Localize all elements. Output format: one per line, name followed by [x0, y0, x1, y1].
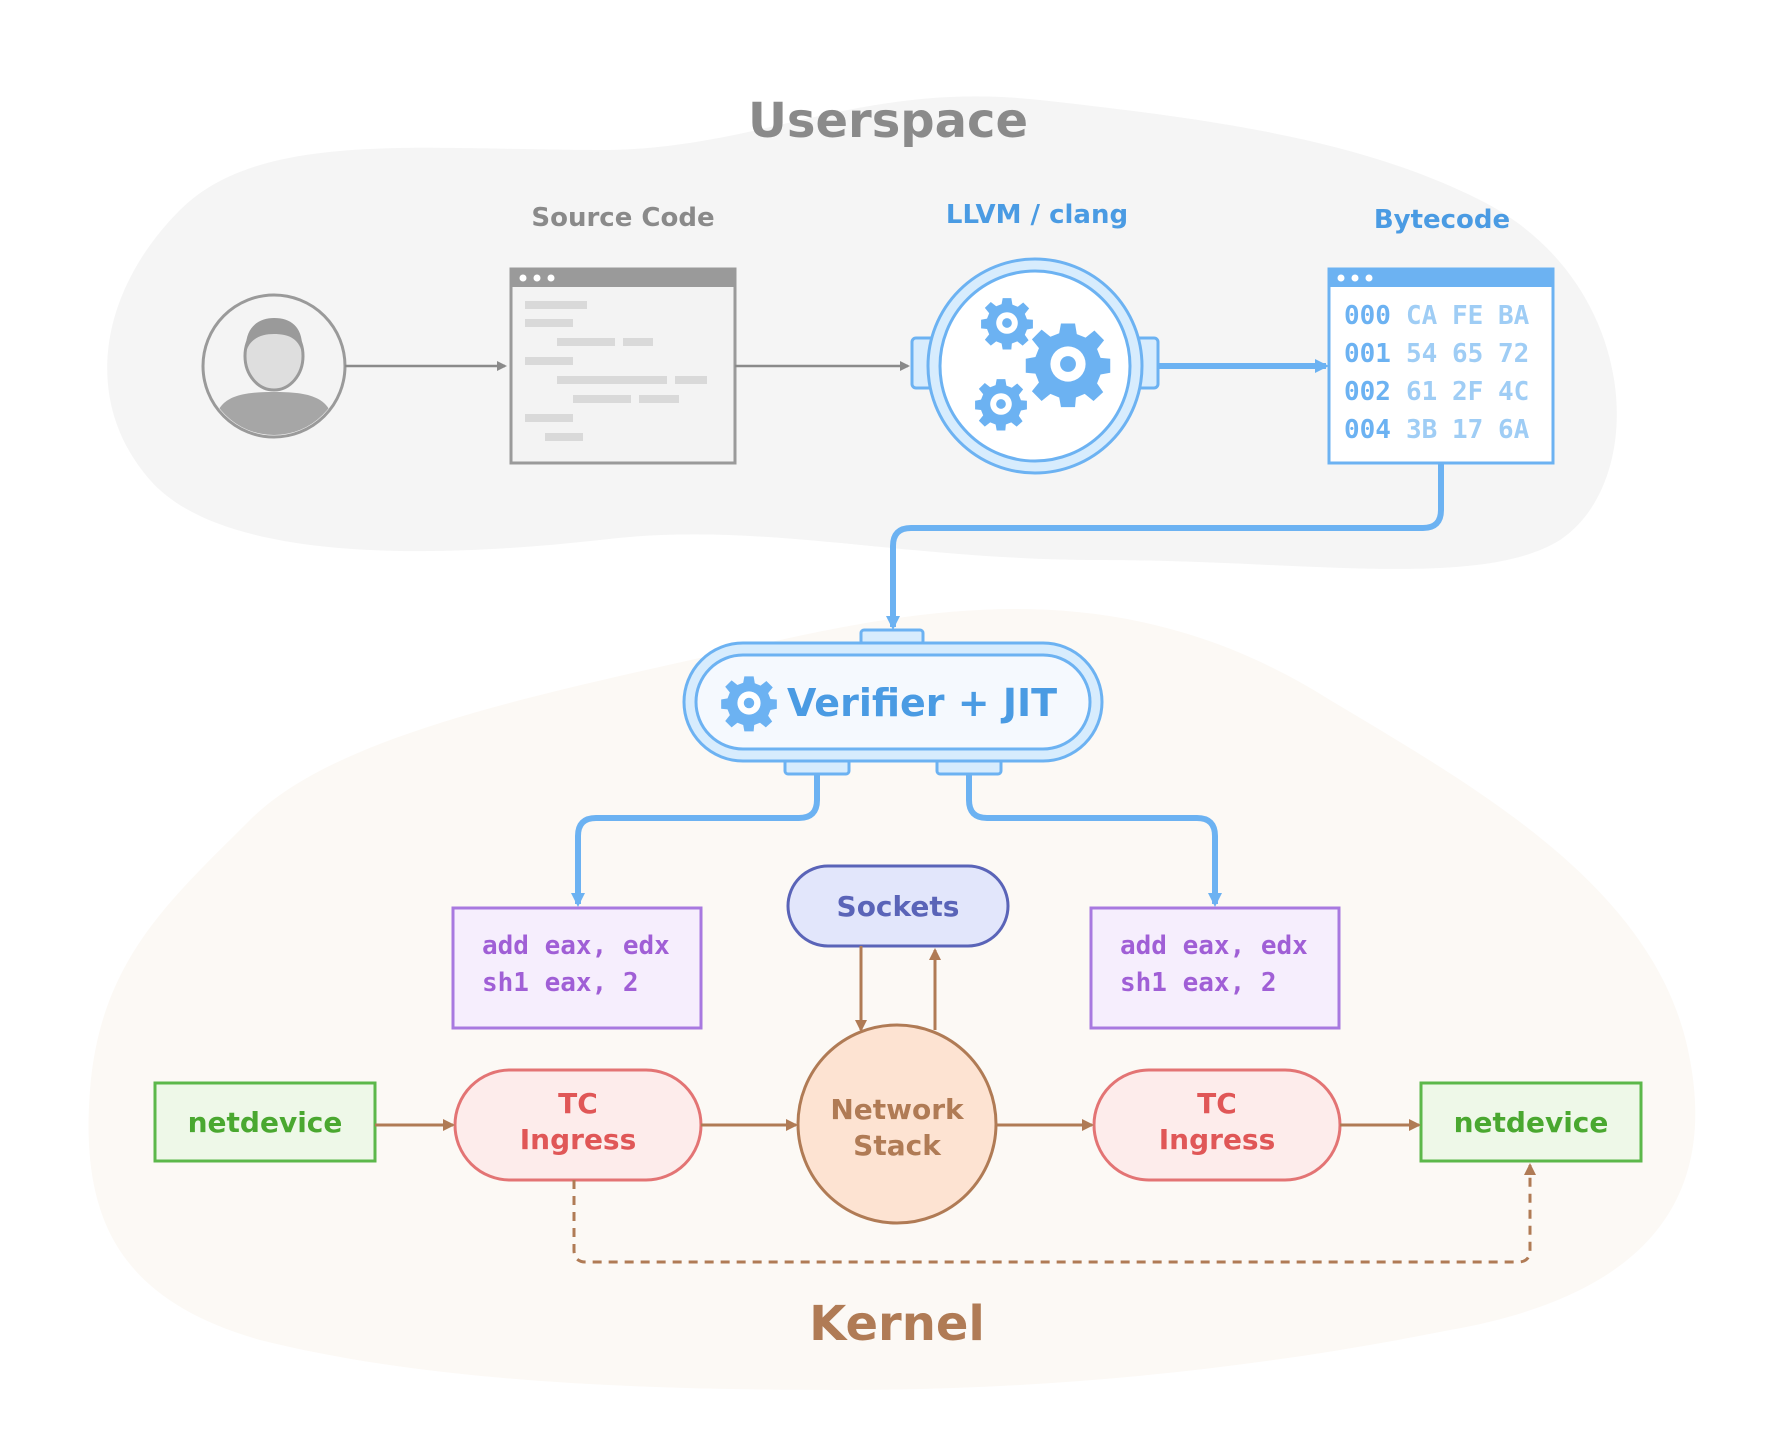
user-avatar: [201, 293, 347, 439]
bytecode-byte: CA: [1406, 301, 1438, 331]
verifier-jit: Verifier + JIT: [682, 628, 1104, 776]
gear-small-bottom-icon: [975, 379, 1027, 431]
bytecode-byte: 54: [1406, 339, 1437, 369]
bytecode-byte: 17: [1452, 415, 1483, 445]
bytecode-addr: 002: [1344, 377, 1391, 407]
tc-label: Ingress: [1159, 1123, 1276, 1156]
asm-line: add eax, edx: [1120, 931, 1308, 961]
tc-label: TC: [558, 1087, 598, 1120]
arrow-verifier-to-asm-right: [966, 774, 1222, 907]
bytecode-window: 000 CA FE BA 001 54 65 72 002 61 2F 4C 0…: [1327, 267, 1555, 465]
userspace-region: [107, 96, 1617, 569]
arrow-bytecode-to-verifier: [886, 463, 1444, 630]
arrow-verifier-to-asm-left: [571, 774, 820, 907]
userspace-title: Userspace: [748, 93, 1028, 149]
bytecode-byte: 4C: [1498, 377, 1529, 407]
bytecode-label: Bytecode: [1374, 205, 1510, 235]
asm-line: sh1 eax, 2: [482, 968, 639, 998]
source-code-label: Source Code: [531, 203, 714, 233]
bytecode-addr: 001: [1344, 339, 1391, 369]
tc-ingress-left: TC Ingress: [453, 1068, 703, 1182]
bytecode-byte: 65: [1452, 339, 1483, 369]
user-body-icon: [214, 392, 334, 435]
tc-label: TC: [1197, 1087, 1237, 1120]
verifier-label: Verifier + JIT: [787, 681, 1057, 725]
bytecode-byte: 72: [1498, 339, 1529, 369]
network-stack-node: Network Stack: [796, 1023, 998, 1225]
kernel-region: [88, 609, 1696, 1390]
gear-small-top-icon: [981, 298, 1033, 350]
bytecode-byte: 6A: [1498, 415, 1530, 445]
llvm-label: LLVM / clang: [946, 200, 1128, 230]
bytecode-byte: 3B: [1406, 415, 1437, 445]
llvm-compiler: [910, 257, 1160, 475]
bytecode-byte: BA: [1498, 301, 1530, 331]
verifier-gear-icon: [721, 676, 777, 732]
asm-box-right: add eax, edx sh1 eax, 2: [1089, 906, 1341, 1030]
tc-ingress-right: TC Ingress: [1092, 1068, 1342, 1182]
sockets-label: Sockets: [837, 890, 960, 923]
netdevice-label: netdevice: [1454, 1106, 1609, 1139]
netdevice-left: netdevice: [153, 1081, 377, 1163]
network-stack-label: Stack: [853, 1129, 942, 1162]
bytecode-byte: 61: [1406, 377, 1437, 407]
asm-line: sh1 eax, 2: [1120, 968, 1277, 998]
sockets-node: Sockets: [786, 864, 1010, 948]
bytecode-addr: 000: [1344, 301, 1391, 331]
bytecode-addr: 004: [1344, 415, 1391, 445]
bytecode-row: 000 CA FE BA: [1344, 301, 1530, 331]
asm-box-left: add eax, edx sh1 eax, 2: [451, 906, 703, 1030]
asm-line: add eax, edx: [482, 931, 670, 961]
tc-label: Ingress: [520, 1123, 637, 1156]
bytecode-row: 004 3B 17 6A: [1344, 415, 1530, 445]
source-code-window: [509, 267, 737, 465]
netdevice-label: netdevice: [188, 1106, 343, 1139]
netdevice-right: netdevice: [1419, 1081, 1643, 1163]
bytecode-byte: FE: [1452, 301, 1483, 331]
code-lines-icon: [525, 301, 707, 441]
gear-large-icon: [1025, 323, 1111, 408]
bytecode-row: 001 54 65 72: [1344, 339, 1529, 369]
bytecode-row: 002 61 2F 4C: [1344, 377, 1529, 407]
kernel-title: Kernel: [809, 1296, 985, 1352]
bytecode-byte: 2F: [1452, 377, 1483, 407]
network-stack-label: Network: [830, 1093, 965, 1126]
